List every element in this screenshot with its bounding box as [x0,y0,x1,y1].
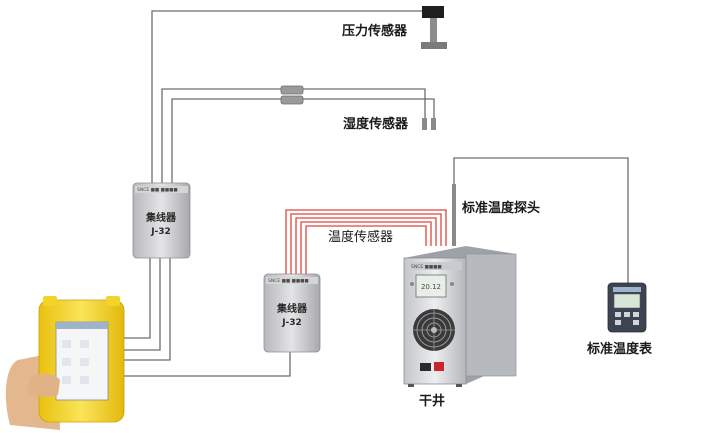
humidity-sensor-icon [280,85,436,130]
label-dry-well: 干井 [419,394,446,409]
svg-text:SNCE ■■■■: SNCE ■■■■ [411,264,442,270]
fan-icon [413,309,455,351]
label-pressure-sensor: 压力传感器 [342,24,408,39]
pressure-sensor-icon [421,6,447,49]
wire-hub1-to-handheld [124,258,171,361]
standard-temperature-meter [607,282,647,333]
label-temperature-sensor: 温度传感器 [328,230,394,245]
wire-temperature-sensors [285,209,447,274]
dry-well: SNCE ■■■■ 20.12 [403,246,517,387]
svg-text:SNCE ■■ ■■■■: SNCE ■■ ■■■■ [137,187,178,193]
hub-2-model: J-32 [281,318,302,328]
label-humidity-sensor: 湿度传感器 [343,117,409,132]
label-standard-meter: 标准温度表 [587,342,653,357]
label-standard-probe: 标准温度探头 [462,201,541,216]
hub-2-title: 集线器 [276,302,308,315]
hub-1-model: J-32 [150,227,171,237]
hub-1-title: 集线器 [145,211,177,224]
hub-1: SNCE ■■ ■■■■ 集线器 J-32 [132,182,191,259]
hub-2: SNCE ■■ ■■■■ 集线器 J-32 [263,273,321,353]
dry-well-display: 20.12 [421,283,441,291]
standard-probe-icon [452,184,456,246]
power-switch [434,362,444,371]
handheld-device [5,296,125,430]
svg-text:SNCE ■■ ■■■■: SNCE ■■ ■■■■ [268,278,309,284]
dry-well-screen [415,274,447,298]
wire-hub2-to-handheld [124,352,291,377]
